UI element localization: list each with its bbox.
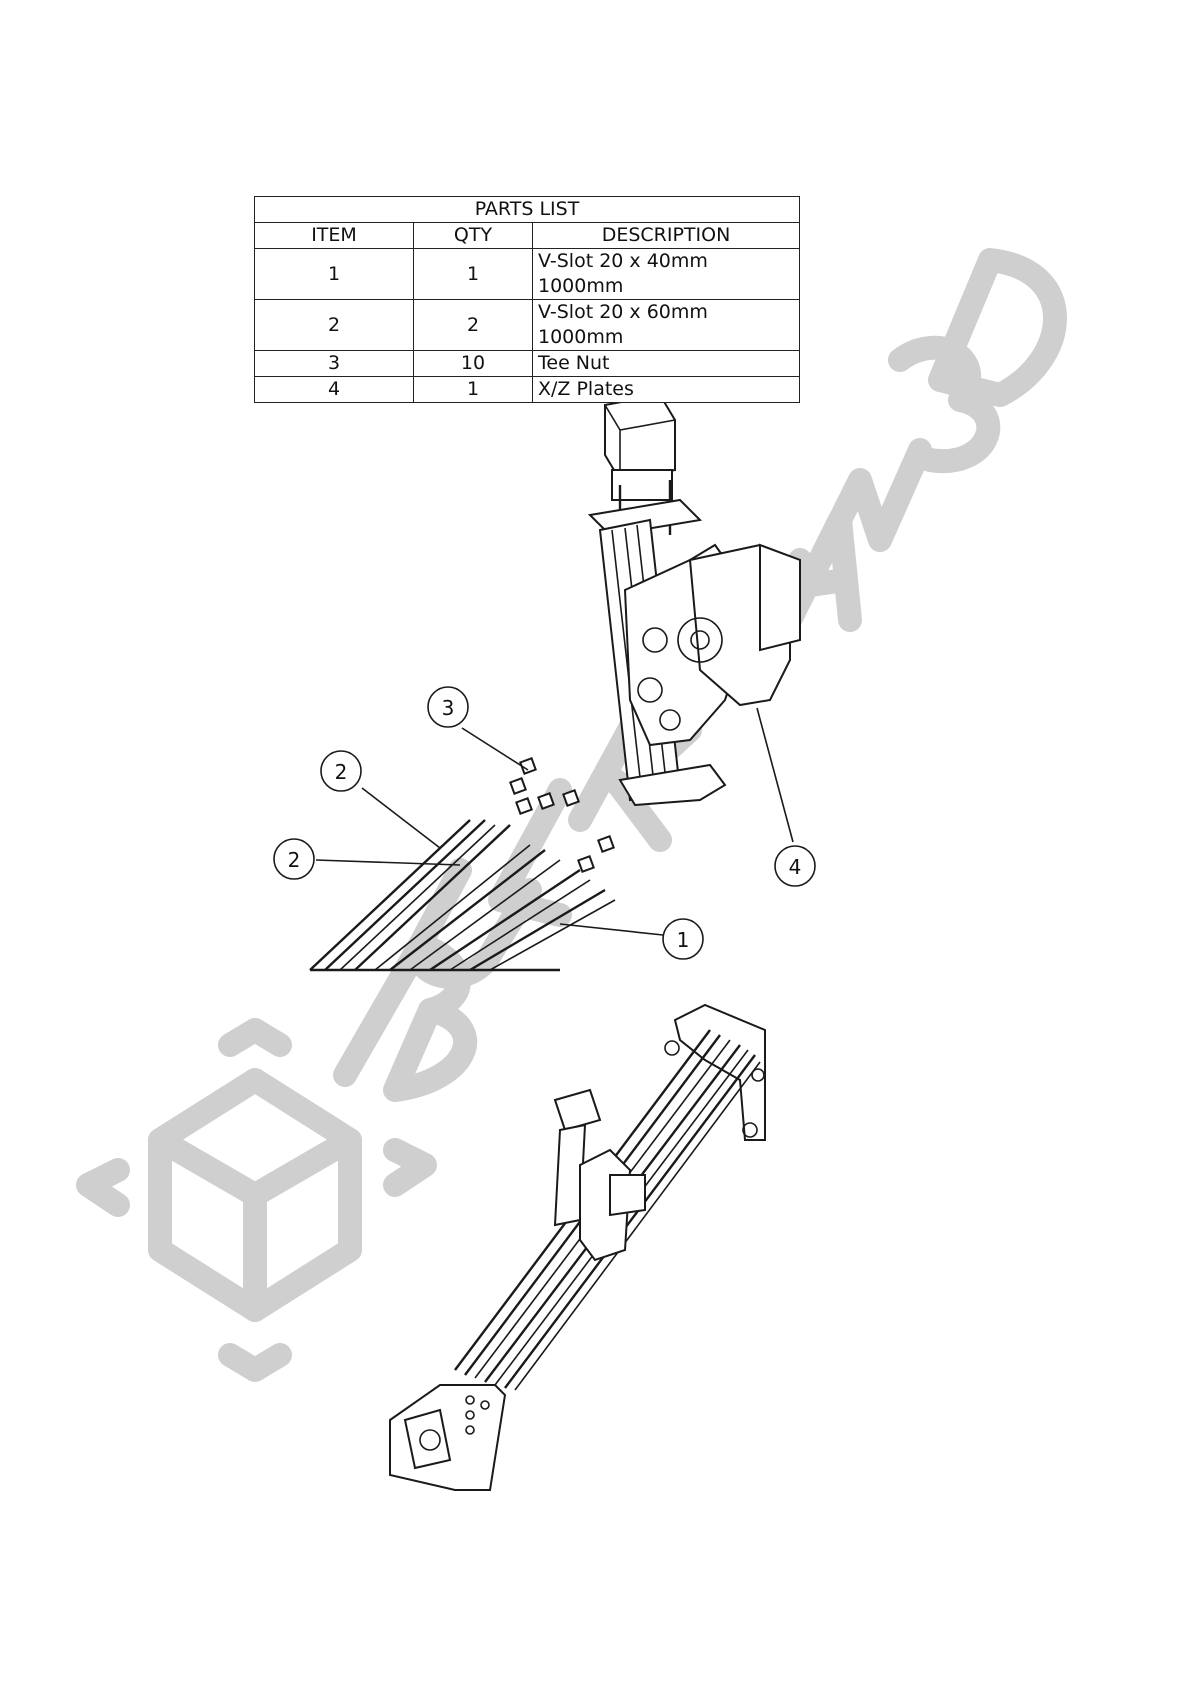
table-row: 1 1 V-Slot 20 x 40mm 1000mm (255, 249, 800, 300)
balloon-3-label: 3 (442, 696, 455, 720)
balloon-2-lower-label: 2 (288, 848, 301, 872)
table-row: 4 1 X/Z Plates (255, 377, 800, 403)
table-row: 3 10 Tee Nut (255, 351, 800, 377)
item-cell: 1 (255, 249, 414, 300)
qty-cell: 1 (414, 377, 533, 403)
description-cell: V-Slot 20 x 40mm 1000mm (533, 249, 800, 300)
parts-list-title: PARTS LIST (255, 197, 800, 223)
qty-cell: 1 (414, 249, 533, 300)
header-qty: QTY (414, 223, 533, 249)
balloon-1: 1 (663, 919, 703, 959)
balloon-1-label: 1 (677, 928, 690, 952)
balloon-4: 4 (775, 846, 815, 886)
balloon-2-lower: 2 (274, 839, 314, 879)
item-cell: 3 (255, 351, 414, 377)
parts-list-title-row: PARTS LIST (255, 197, 800, 223)
balloon-2-upper: 2 (321, 751, 361, 791)
description-cell: X/Z Plates (533, 377, 800, 403)
balloon-2-upper-label: 2 (335, 760, 348, 784)
header-description: DESCRIPTION (533, 223, 800, 249)
balloon-3: 3 (428, 687, 468, 727)
table-row: 2 2 V-Slot 20 x 60mm 1000mm (255, 300, 800, 351)
item-cell: 4 (255, 377, 414, 403)
item-cell: 2 (255, 300, 414, 351)
parts-list-header-row: ITEM QTY DESCRIPTION (255, 223, 800, 249)
qty-cell: 10 (414, 351, 533, 377)
parts-list-table: PARTS LIST ITEM QTY DESCRIPTION 1 1 V-Sl… (254, 196, 800, 403)
qty-cell: 2 (414, 300, 533, 351)
balloon-4-label: 4 (789, 855, 802, 879)
description-cell: V-Slot 20 x 60mm 1000mm (533, 300, 800, 351)
description-cell: Tee Nut (533, 351, 800, 377)
header-item: ITEM (255, 223, 414, 249)
